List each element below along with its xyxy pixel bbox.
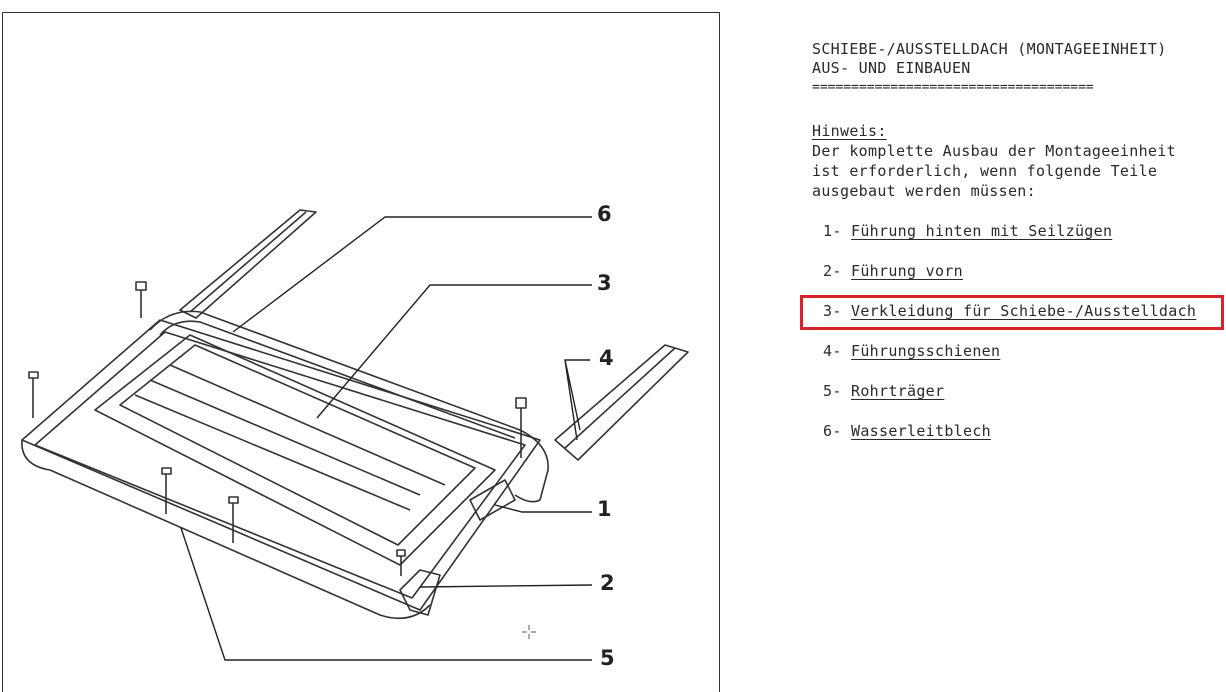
callout-3: 3: [597, 271, 612, 295]
list-item: 4- Führungsschienen: [823, 342, 1000, 360]
item-number: 2-: [823, 262, 842, 280]
item-label: Führungsschienen: [851, 342, 1001, 360]
list-item: 1- Führung hinten mit Seilzügen: [823, 222, 1112, 240]
list-item-highlighted: 3- Verkleidung für Schiebe-/Ausstelldach: [823, 302, 1196, 320]
item-number: 6-: [823, 422, 842, 440]
item-label: Führung vorn: [851, 262, 963, 280]
callout-2: 2: [600, 571, 615, 595]
title-line-2: AUS- UND EINBAUEN: [812, 59, 971, 77]
item-number: 3-: [823, 302, 842, 320]
callout-1: 1: [597, 497, 612, 521]
crosshair-cursor-icon: [522, 625, 536, 639]
list-item: 2- Führung vorn: [823, 262, 963, 280]
item-number: 4-: [823, 342, 842, 360]
item-label: Führung hinten mit Seilzügen: [851, 222, 1113, 240]
note-line: ist erforderlich, wenn folgende Teile: [812, 162, 1158, 180]
highlight-box: [800, 295, 1224, 330]
item-label: Wasserleitblech: [851, 422, 991, 440]
item-label: Verkleidung für Schiebe-/Ausstelldach: [851, 302, 1197, 320]
callout-4: 4: [599, 346, 614, 370]
list-item: 5- Rohrträger: [823, 382, 944, 400]
callout-6: 6: [597, 202, 612, 226]
callout-5: 5: [600, 646, 615, 670]
item-label: Rohrträger: [851, 382, 945, 400]
drawing-frame: [2, 12, 720, 692]
title-line-1: SCHIEBE-/AUSSTELLDACH (MONTAGEEINHEIT): [812, 40, 1167, 58]
list-item: 6- Wasserleitblech: [823, 422, 991, 440]
item-number: 5-: [823, 382, 842, 400]
item-number: 1-: [823, 222, 842, 240]
note-line: ausgebaut werden müssen:: [812, 182, 1036, 200]
note-line: Der komplette Ausbau der Montageeinheit: [812, 142, 1176, 160]
sunroof-assembly-drawing: [21, 209, 689, 661]
note-label: Hinweis:: [812, 122, 887, 140]
title-rule: ====================================: [812, 80, 1094, 95]
